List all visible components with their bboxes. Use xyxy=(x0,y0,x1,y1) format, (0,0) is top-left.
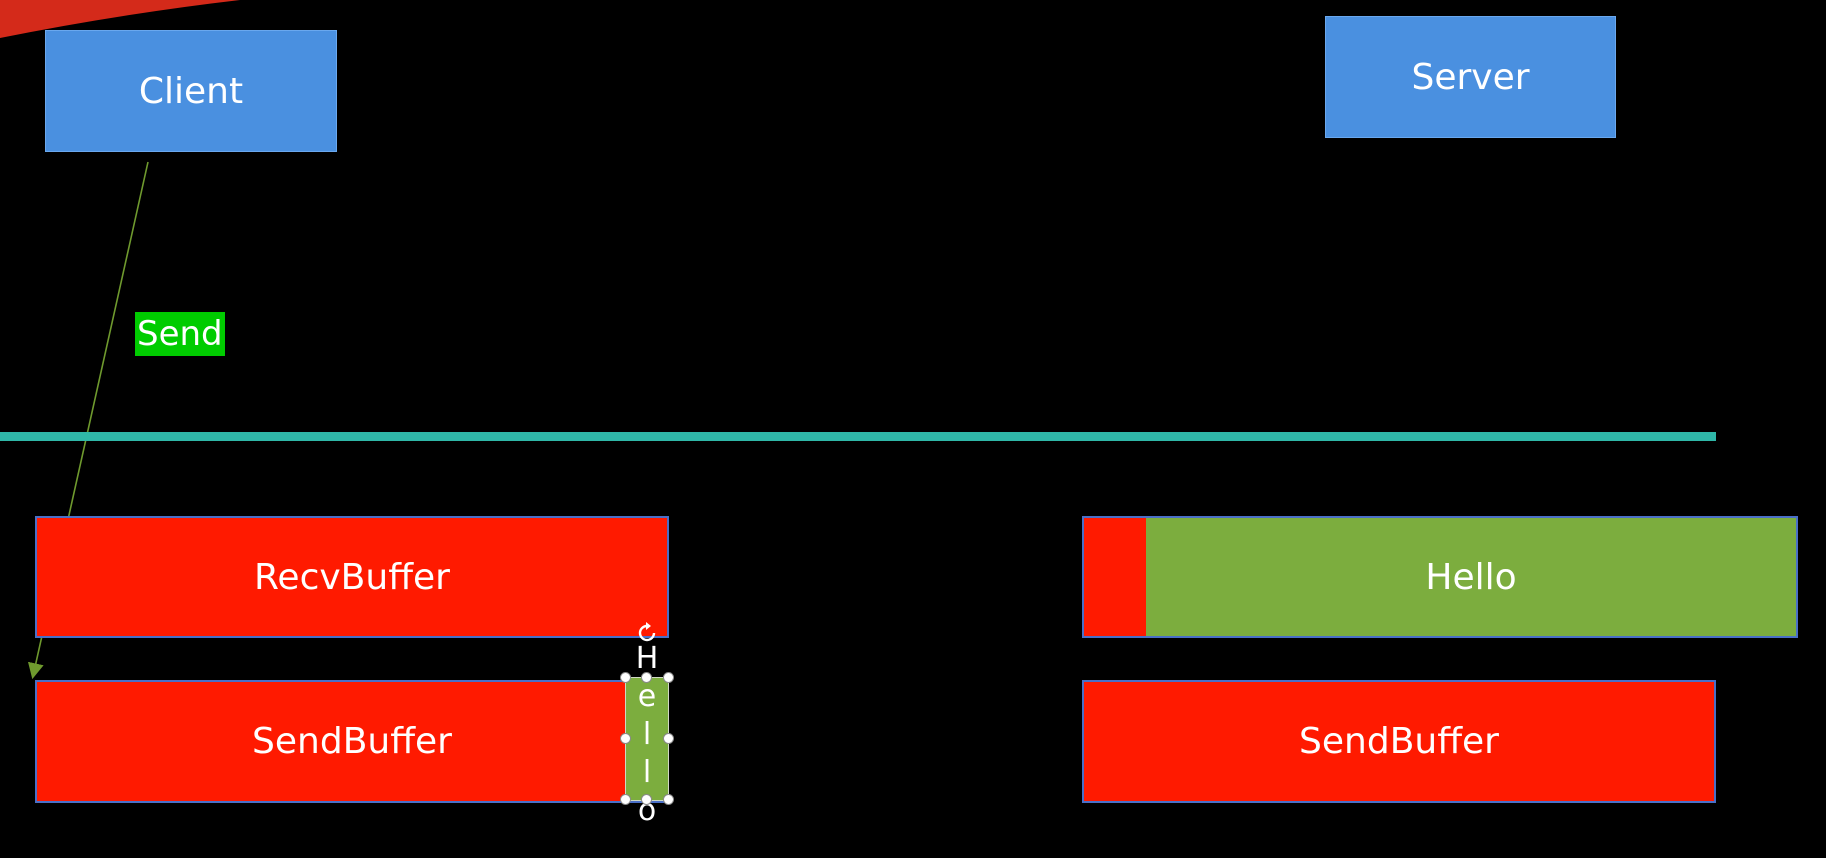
server-box[interactable]: Server xyxy=(1325,16,1616,138)
client-recv-buffer-label: RecvBuffer xyxy=(254,556,450,598)
server-recv-data-label: Hello xyxy=(1425,556,1517,598)
moving-letter: l xyxy=(642,717,652,752)
server-label: Server xyxy=(1411,56,1530,98)
client-send-buffer[interactable]: SendBuffer xyxy=(35,680,669,803)
corner-swoosh-decoration xyxy=(0,0,240,38)
network-divider-line xyxy=(0,432,1716,441)
moving-letter: H xyxy=(635,641,659,676)
resize-handle-left[interactable] xyxy=(620,733,631,744)
server-send-buffer-label: SendBuffer xyxy=(1299,721,1499,762)
server-recv-buffer[interactable]: Hello xyxy=(1082,516,1798,638)
send-label: Send xyxy=(135,312,225,356)
moving-letter: l xyxy=(642,755,652,790)
server-send-buffer[interactable]: SendBuffer xyxy=(1082,680,1716,803)
resize-handle-bottom-right[interactable] xyxy=(663,794,674,805)
resize-handle-top[interactable] xyxy=(641,672,652,683)
moving-letter: e xyxy=(637,679,657,714)
client-recv-buffer[interactable]: RecvBuffer xyxy=(35,516,669,638)
resize-handle-top-right[interactable] xyxy=(663,672,674,683)
resize-handle-bottom[interactable] xyxy=(641,794,652,805)
rotate-handle-icon[interactable] xyxy=(634,620,660,646)
server-recv-data: Hello xyxy=(1146,518,1796,636)
client-send-buffer-label: SendBuffer xyxy=(252,721,452,762)
moving-data-textbox[interactable] xyxy=(625,677,669,801)
resize-handle-right[interactable] xyxy=(663,733,674,744)
client-label: Client xyxy=(138,70,244,112)
resize-handle-top-left[interactable] xyxy=(620,672,631,683)
resize-handle-bottom-left[interactable] xyxy=(620,794,631,805)
client-box[interactable]: Client xyxy=(45,30,337,152)
